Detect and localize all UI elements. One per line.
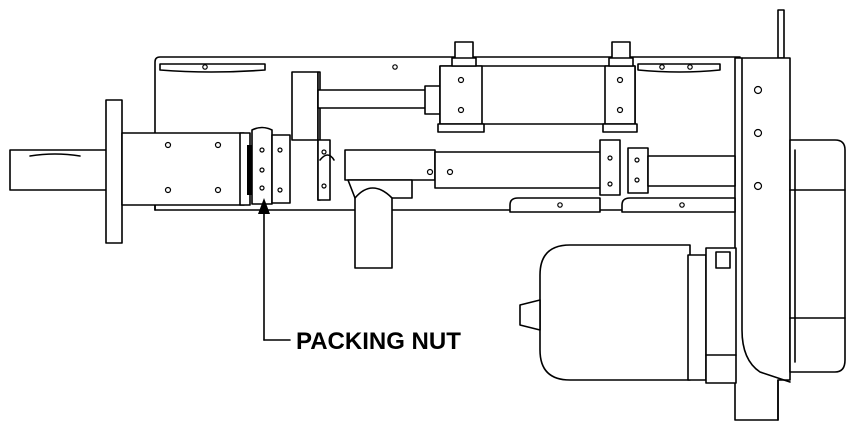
mounting-plate [734, 9, 791, 421]
top-brackets [159, 63, 721, 73]
gearbox-block [789, 139, 846, 373]
motor [519, 244, 737, 384]
callout-leader [258, 198, 291, 341]
left-flange [9, 99, 123, 244]
packing-nut [247, 126, 291, 205]
discharge-pipe [347, 179, 413, 269]
pump-body [121, 132, 251, 206]
air-cylinder [437, 41, 638, 133]
packing-nut-label: PACKING NUT [296, 328, 461, 355]
rod-assembly [344, 139, 736, 213]
